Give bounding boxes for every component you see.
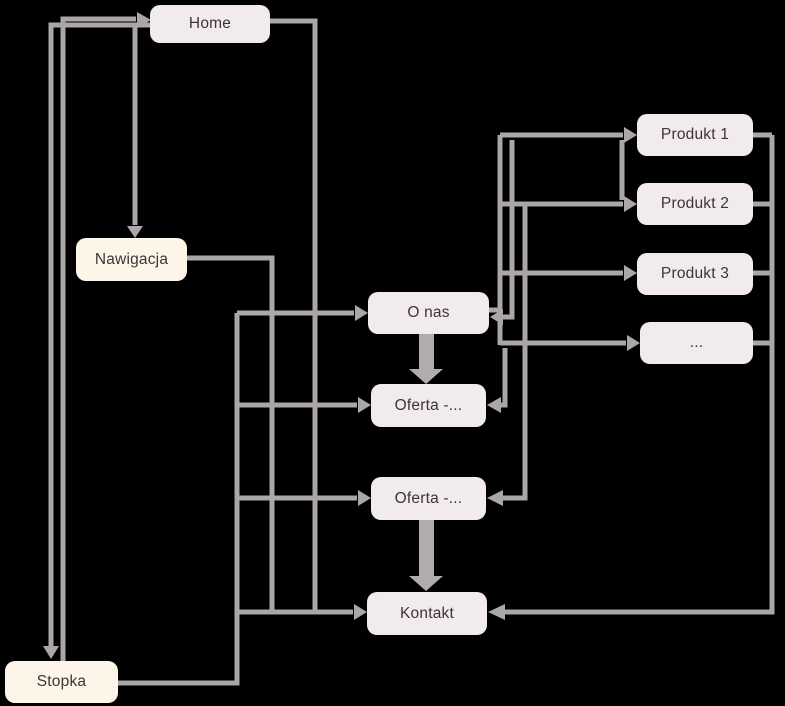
edge-stopka-home <box>60 12 151 661</box>
node-label: O nas <box>407 304 450 321</box>
node-label: Oferta -... <box>394 489 463 507</box>
edge-home-stopka <box>43 22 150 659</box>
node-label: Home <box>188 15 232 32</box>
edge-into-oferta1-right <box>487 348 508 413</box>
lane-stopka <box>118 313 240 686</box>
edge-into-produkt3 <box>500 265 637 281</box>
node-dots[interactable]: ... <box>640 322 753 364</box>
edge-into-kontakt-left <box>237 604 367 620</box>
node-home[interactable]: Home <box>150 5 270 43</box>
edge-into-oferta2-left <box>237 490 371 506</box>
node-oferta-2[interactable]: Oferta -... <box>371 477 486 520</box>
thick-arrow-oferta2-kontakt <box>409 520 443 591</box>
node-label: Oferta -... <box>394 396 463 414</box>
edge-into-produkt2 <box>500 196 637 212</box>
edge-onas-products-trunk <box>489 135 625 345</box>
node-produkt-2[interactable]: Produkt 2 <box>637 183 753 225</box>
node-label: Produkt 1 <box>660 126 730 143</box>
node-produkt-1[interactable]: Produkt 1 <box>637 114 753 156</box>
node-kontakt[interactable]: Kontakt <box>367 592 487 635</box>
node-o-nas[interactable]: O nas <box>368 292 489 334</box>
node-label: Produkt 2 <box>660 195 730 212</box>
lane-home <box>270 18 318 612</box>
edge-products-kontakt <box>488 132 775 620</box>
node-label: Produkt 3 <box>660 265 730 282</box>
edge-into-produkt1 <box>500 127 637 143</box>
thick-arrow-onas-oferta1 <box>409 334 443 384</box>
node-label: Stopka <box>36 673 87 690</box>
node-label: Kontakt <box>400 604 454 622</box>
edge-into-oferta2-right <box>487 204 528 506</box>
node-stopka[interactable]: Stopka <box>5 661 118 703</box>
edge-into-onas-right <box>490 140 515 325</box>
node-produkt-3[interactable]: Produkt 3 <box>637 253 753 295</box>
node-label: Nawigacja <box>94 250 169 268</box>
node-oferta-1[interactable]: Oferta -... <box>371 384 486 427</box>
edge-into-dots <box>500 335 640 351</box>
node-nawigacja[interactable]: Nawigacja <box>76 238 187 281</box>
lane-nawigacja <box>187 255 275 612</box>
edge-into-onas-left <box>237 305 368 321</box>
edge-home-nawigacja <box>127 23 143 238</box>
edge-into-oferta1-left <box>237 397 371 413</box>
node-label: ... <box>689 334 704 351</box>
